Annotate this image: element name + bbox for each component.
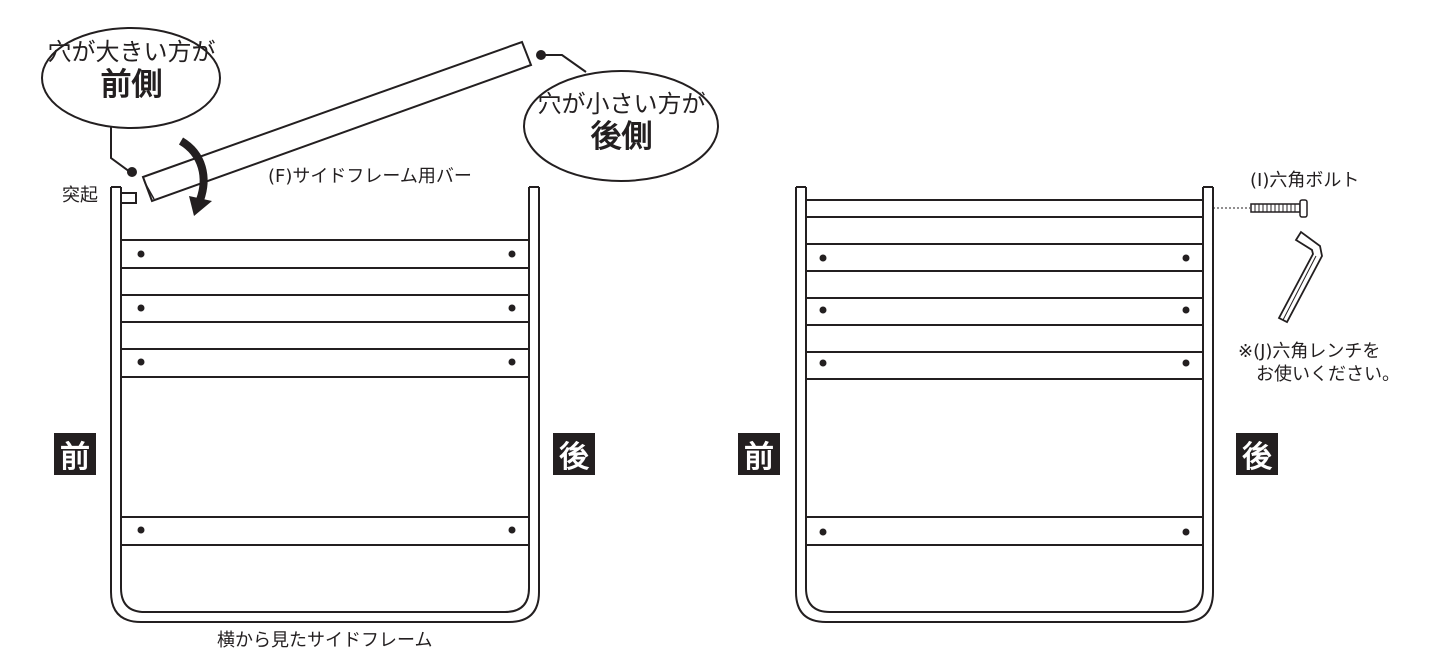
side-frame-bar (141, 40, 533, 203)
side-view-caption: 横から見たサイドフレーム (217, 630, 433, 651)
insertion-arrow (178, 137, 212, 216)
right-side-frame (795, 186, 1214, 623)
left-crossbars (121, 239, 529, 546)
left-side-frame (110, 186, 540, 623)
hex-wrench-note: ※(J)六角レンチを お使いください。 (1238, 340, 1400, 387)
right-holes (819, 254, 1190, 536)
hex-wrench-icon (1277, 230, 1323, 324)
protrusion-peg (120, 192, 137, 204)
callout-back-line2: 後側 (590, 119, 653, 155)
callout-front-line2: 前側 (100, 67, 163, 103)
arrow-head-icon (189, 196, 212, 216)
front-badge-right: 前 (738, 433, 780, 475)
hex-wrench-note-line1: ※(J)六角レンチを (1238, 341, 1381, 362)
back-badge-right: 後 (1236, 433, 1278, 475)
callout-text-back: 穴が小さい方が 後側 (524, 92, 719, 153)
hex-bolt-icon (1250, 199, 1308, 218)
callout-back-line1: 穴が小さい方が (537, 90, 706, 118)
side-frame-bar-label: (F)サイドフレーム用バー (268, 166, 472, 187)
hex-bolt-label: (I)六角ボルト (1250, 170, 1360, 191)
right-crossbars (806, 199, 1203, 546)
callout-front-line1: 穴が大きい方が (47, 38, 216, 66)
callout-bubble-front (41, 27, 221, 129)
leader-dot-front (127, 167, 137, 177)
hex-wrench-note-line2: お使いください。 (1256, 364, 1400, 386)
back-badge-left: 後 (553, 433, 595, 475)
callout-text-front: 穴が大きい方が 前側 (44, 40, 219, 101)
leader-line-front (110, 127, 131, 173)
callout-bubble-back (523, 70, 719, 182)
front-badge-left: 前 (54, 433, 96, 475)
protrusion-label: 突起 (62, 185, 98, 206)
leader-line-back (545, 54, 587, 73)
left-holes (137, 250, 516, 534)
leader-dot-back (536, 50, 546, 60)
